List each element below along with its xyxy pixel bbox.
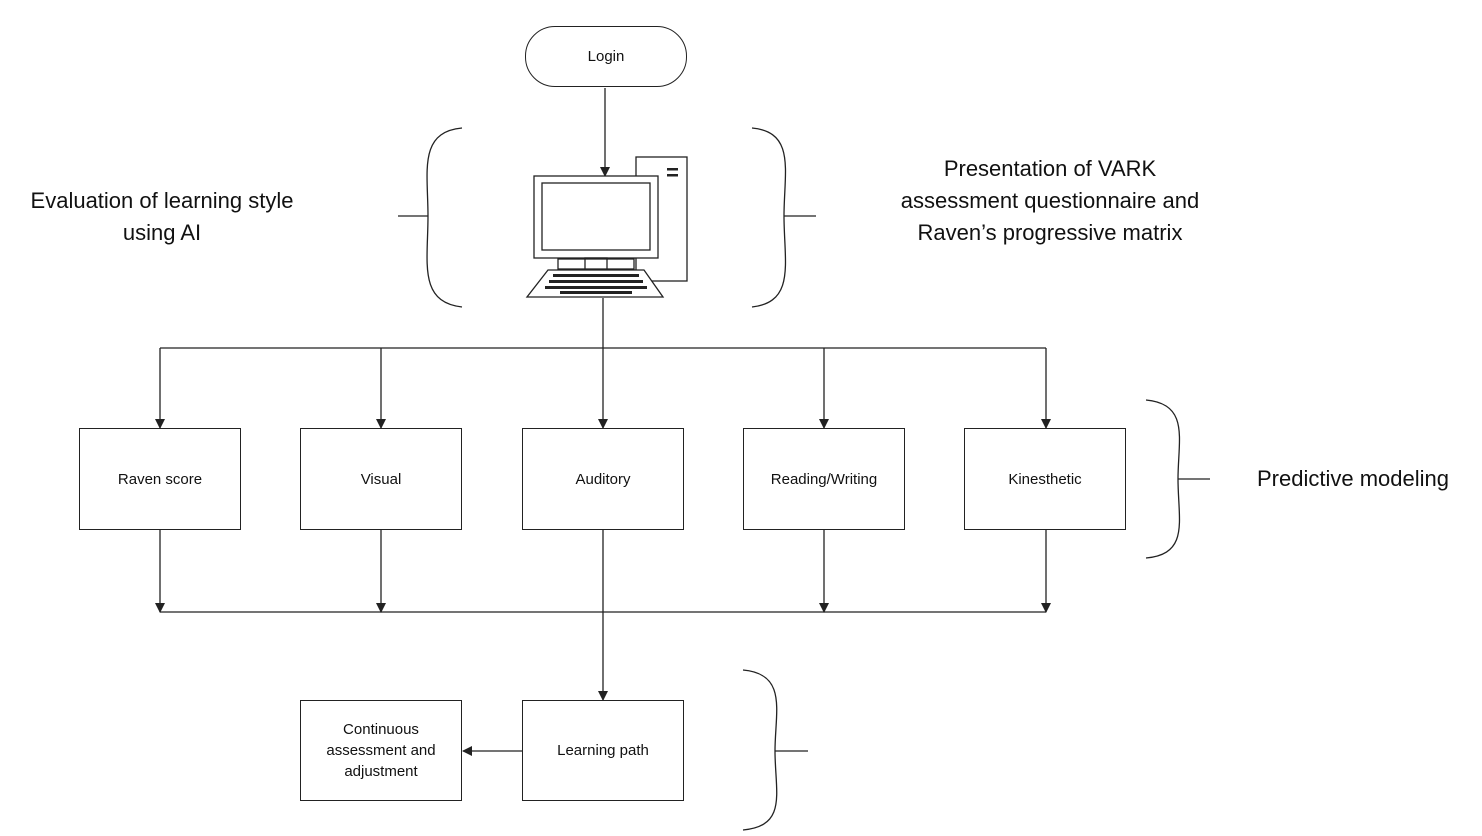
learning-path-box: Learning path <box>522 700 684 801</box>
predictive-bracket <box>1145 399 1181 559</box>
visual-box: Visual <box>300 428 462 530</box>
raven-score-label: Raven score <box>117 470 203 488</box>
kinesthetic-label: Kinesthetic <box>1008 470 1082 488</box>
reading-writing-label: Reading/Writing <box>770 470 878 488</box>
login-terminal: Login <box>525 26 687 87</box>
continuous-assessment-label: Continuous assessment and adjustment <box>326 721 436 780</box>
annotation-learning-style-evaluation: Evaluation of learning style using AI <box>30 188 294 245</box>
visual-label: Visual <box>360 470 402 488</box>
left-bracket <box>426 127 463 308</box>
learning-path-label: Learning path <box>557 742 649 759</box>
kinesthetic-box: Kinesthetic <box>964 428 1126 530</box>
annotation-predictive-modeling: Predictive modeling <box>1257 466 1449 491</box>
auditory-box: Auditory <box>522 428 684 530</box>
learning-path-bracket <box>742 669 778 831</box>
login-label: Login <box>587 48 625 65</box>
auditory-label: Auditory <box>575 470 631 488</box>
desktop-computer-icon <box>525 156 688 298</box>
continuous-assessment-box: Continuous assessment and adjustment <box>300 700 462 801</box>
raven-score-box: Raven score <box>79 428 241 530</box>
annotation-vark-presentation: Presentation of VARK assessment question… <box>900 156 1200 245</box>
reading-writing-box: Reading/Writing <box>743 428 905 530</box>
right-bracket <box>751 127 787 308</box>
